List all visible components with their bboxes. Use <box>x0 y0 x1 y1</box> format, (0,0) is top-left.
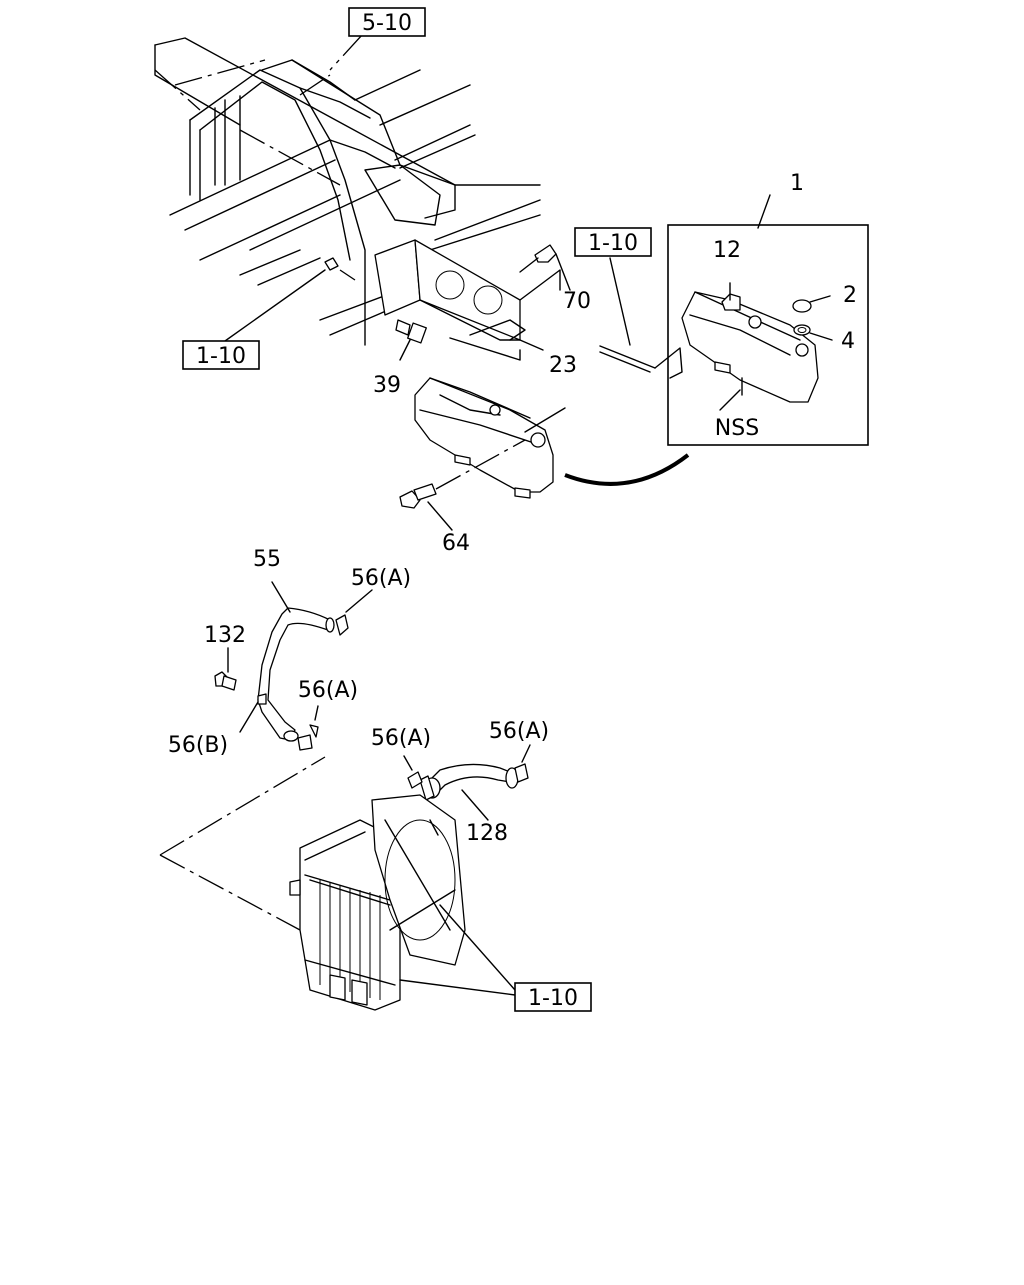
part-label-23[interactable]: 23 <box>549 353 577 378</box>
part-label-132[interactable]: 132 <box>204 623 246 648</box>
part-label-128[interactable]: 128 <box>466 821 508 846</box>
ref-box-left[interactable]: 1-10 <box>182 340 260 370</box>
part-label-64[interactable]: 64 <box>442 531 470 556</box>
clip-70 <box>519 244 571 291</box>
svg-text:5-10: 5-10 <box>362 11 412 36</box>
ref-box-top[interactable]: 5-10 <box>348 7 426 37</box>
nss-label: NSS <box>715 416 759 441</box>
nss-box <box>667 194 869 446</box>
part-label-1[interactable]: 1 <box>790 171 804 196</box>
part-label-56a-4[interactable]: 56(A) <box>489 719 549 744</box>
svg-text:1-10: 1-10 <box>528 986 578 1011</box>
bolt-39 <box>395 319 427 361</box>
leader-left-ref <box>224 269 326 342</box>
part-label-4[interactable]: 4 <box>841 329 855 354</box>
part-label-56a-2[interactable]: 56(A) <box>298 678 358 703</box>
radiator <box>159 756 516 1011</box>
reference-hose <box>599 257 683 379</box>
part-label-55[interactable]: 55 <box>253 547 281 572</box>
svg-text:1-10: 1-10 <box>588 231 638 256</box>
bolt-64 <box>399 439 526 531</box>
part-label-70[interactable]: 70 <box>563 289 591 314</box>
hose-55 <box>214 581 373 751</box>
leader-23 <box>519 339 544 351</box>
reservoir-tank <box>414 377 690 499</box>
part-label-56a-1[interactable]: 56(A) <box>351 566 411 591</box>
frame-structure <box>154 34 561 361</box>
ref-box-radiator[interactable]: 1-10 <box>514 982 592 1012</box>
part-label-39[interactable]: 39 <box>373 373 401 398</box>
part-label-56a-3[interactable]: 56(A) <box>371 726 431 751</box>
part-label-56b[interactable]: 56(B) <box>168 733 228 758</box>
hose-128 <box>403 744 531 821</box>
svg-text:1-10: 1-10 <box>196 344 246 369</box>
part-label-12[interactable]: 12 <box>713 238 741 263</box>
part-label-2[interactable]: 2 <box>843 283 857 308</box>
ref-box-hose[interactable]: 1-10 <box>574 227 652 257</box>
